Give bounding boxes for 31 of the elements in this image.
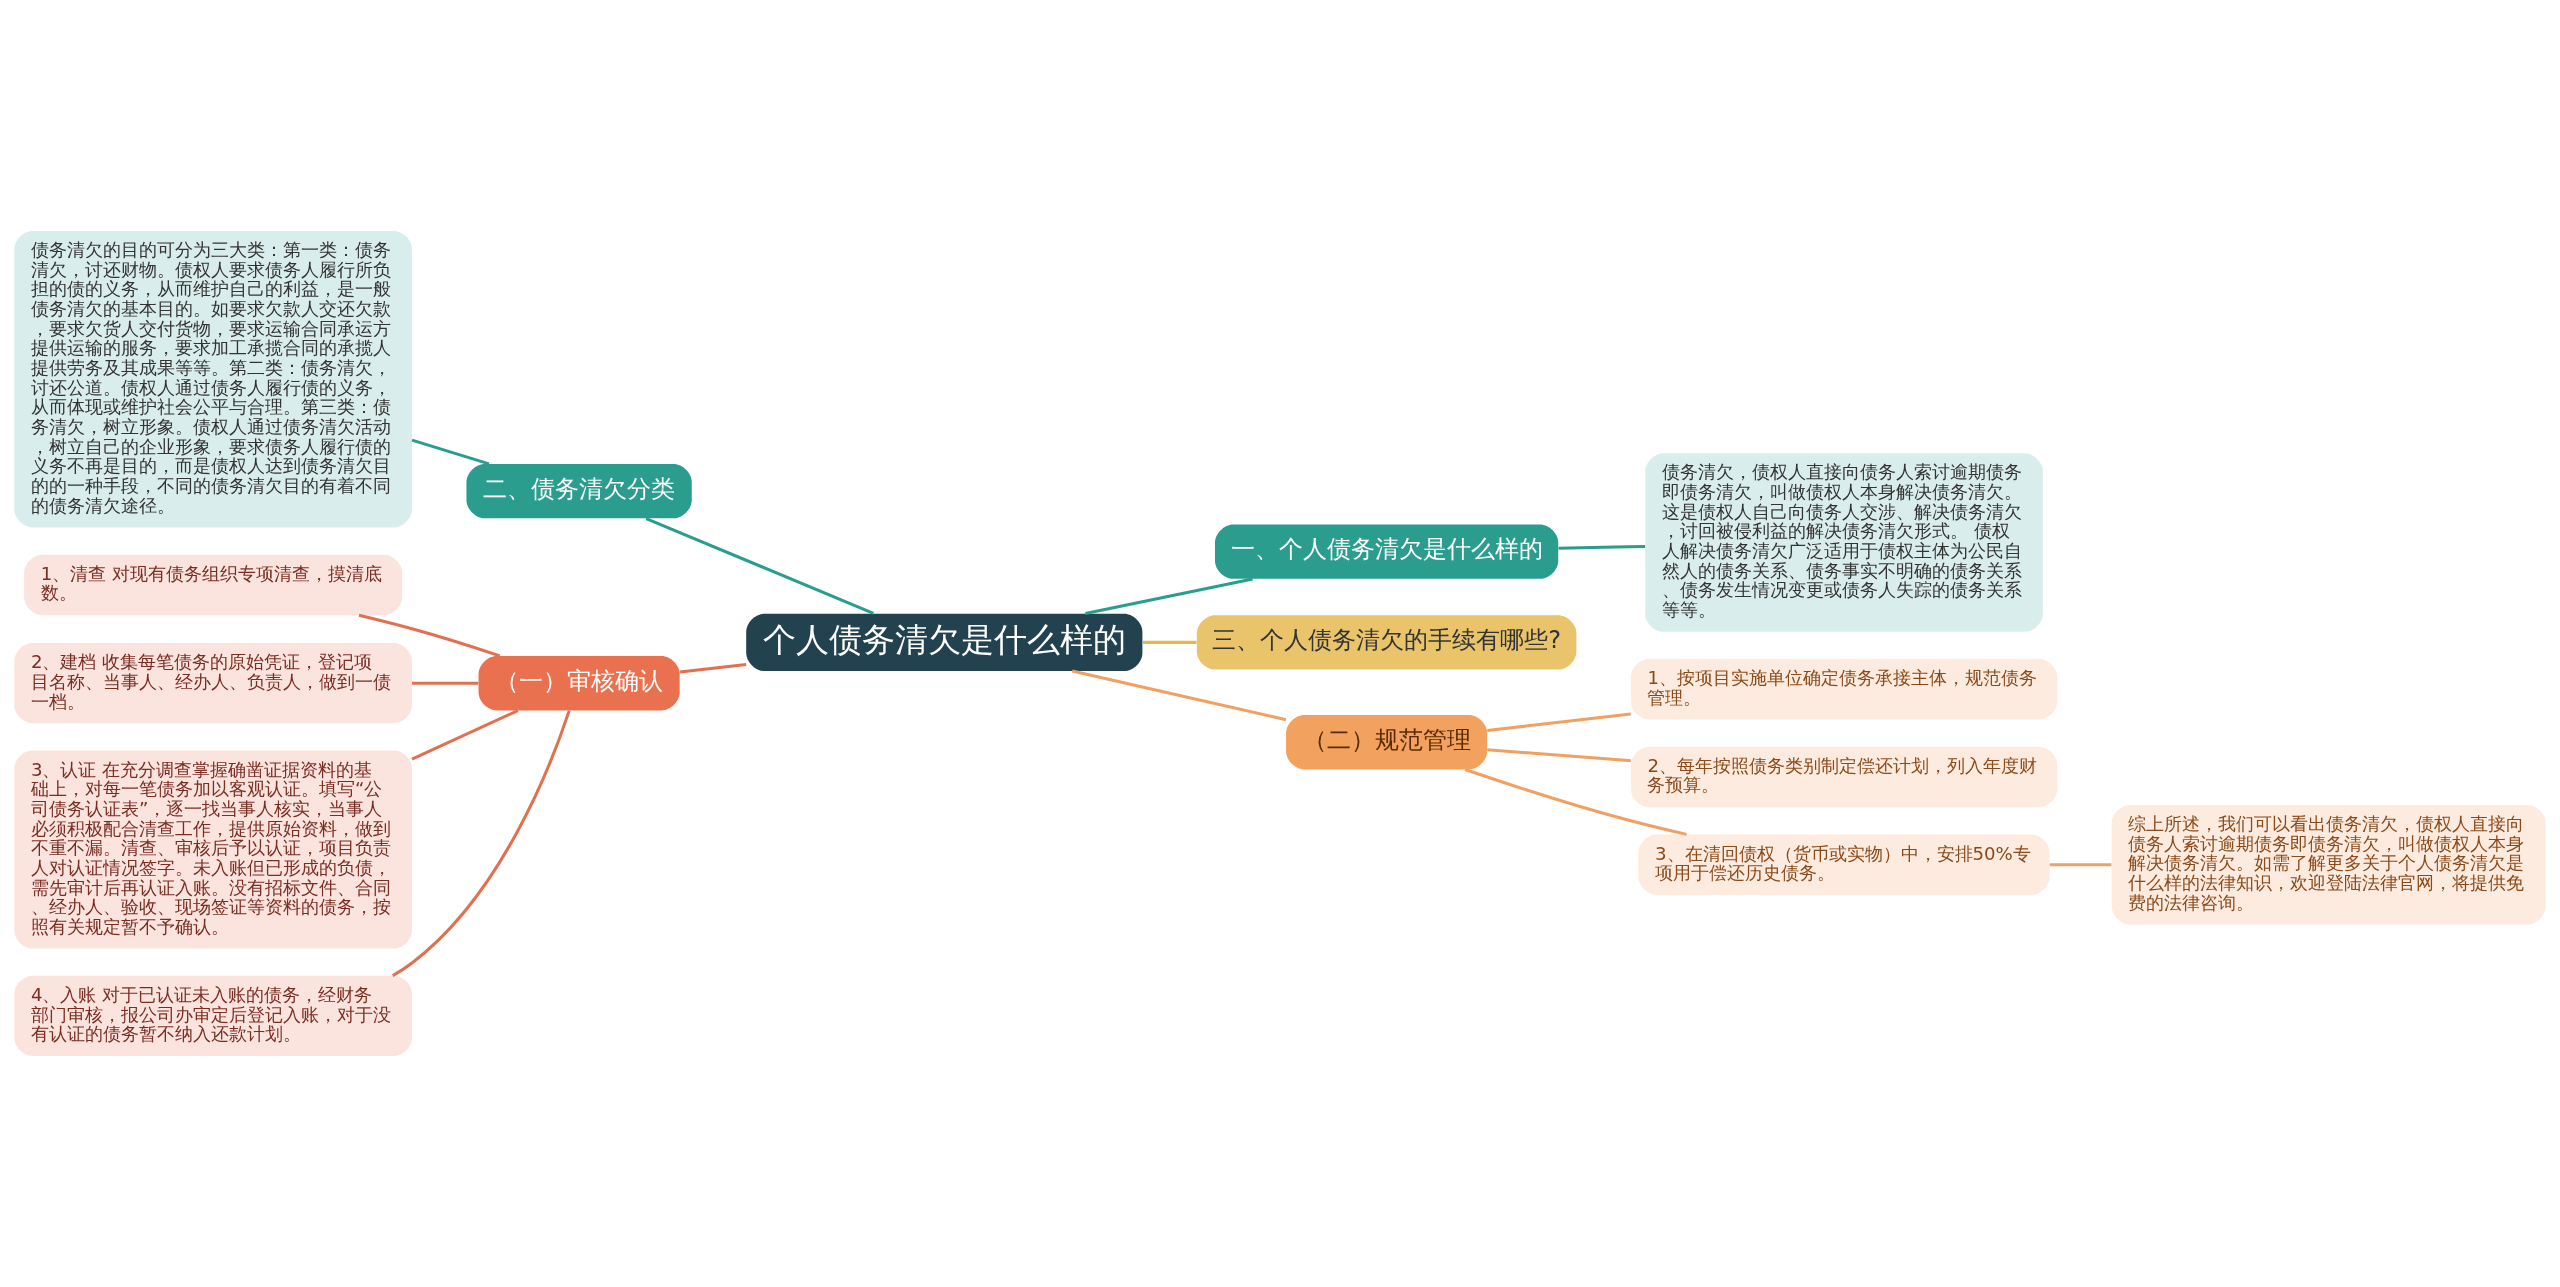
node-box: 债务清欠，债权人直接向债务人索讨逾期债务即债务清欠，叫做债权人本身解决债务清欠。这是债权人自己向债务人交涉、解决债务清欠，讨回被侵利益的解决债务清欠形式。 债权人解决债务清欠广泛适用于债权主体为公民自然人的债务关系、债务事实不明确的债务关系、债务发生情况变更或债务人失踪的债务关系等等。 xyxy=(1645,453,2043,632)
node-box: 1、清查 对现有债务组织专项清查，摸清底数。 xyxy=(24,554,403,616)
node-box: 一、个人债务清欠是什么样的 xyxy=(1215,524,1559,579)
connector xyxy=(358,613,501,658)
connector xyxy=(1071,669,1287,722)
connector xyxy=(1464,768,1687,836)
connector xyxy=(1558,545,1646,550)
connector xyxy=(1487,748,1631,763)
connector xyxy=(1142,640,1197,644)
node-box: 三、个人债务清欠的手续有哪些? xyxy=(1196,615,1577,670)
connector xyxy=(1085,577,1253,615)
connector xyxy=(412,681,479,685)
node-box: 1、按项目实施单位确定债务承接主体，规范债务管理。 xyxy=(1630,659,2058,720)
connector xyxy=(2049,863,2112,867)
node-box: 债务清欠的目的可分为三大类：第一类：债务清欠，讨还财物。债权人要求债务人履行所负担的债的义务，从而维护自己的利益，是一般债务清欠的基本目的。如要求欠款人交还欠款，要求欠货人交付货物，要求运输合同承运方提供运输的服务，要求加工承揽合同的承揽人提供劳务及其成果等等。第二类：债务清欠，讨还公道。债权人通过债务人履行债的义务，从而体现或维护社会公平与合理。第三类：债务清欠，树立形象。债权人通过债务清欠活动，树立自己的企业形象，要求债务人履行债的义务不再是目的，而是债权人达到债务清欠目的的一种手段，不同的债务清欠目的有着不同的债务清欠途径。 xyxy=(14,231,412,528)
connector xyxy=(411,438,490,466)
node-box: 3、在清回债权（货币或实物）中，安排50%专项用于偿还历史债务。 xyxy=(1638,834,2050,895)
connector xyxy=(1487,712,1631,733)
node-box: 综上所述，我们可以看出债务清欠，债权人直接向债务人索讨逾期债务即债务清欠，叫做债权人本身解决债务清欠。如需了解更多关于个人债务清欠是什么样的法律知识，欢迎登陆法律官网，将提供免费的法律咨询。 xyxy=(2111,804,2546,925)
connector xyxy=(679,663,747,674)
connector xyxy=(411,709,519,761)
node-box: 个人债务清欠是什么样的 xyxy=(746,613,1143,672)
node-box: 二、债务清欠分类 xyxy=(466,463,692,519)
connector xyxy=(645,517,874,615)
node-box: 4、入账 对于已认证未入账的债务，经财务部门审核，报公司办审定后登记入账，对于没有认证的债务暂不纳入还款计划。 xyxy=(14,975,412,1056)
node-box: 2、每年按照债务类别制定偿还计划，列入年度财务预算。 xyxy=(1630,746,2058,808)
node-box: （二）规范管理 xyxy=(1286,714,1488,770)
node-box: （一）审核确认 xyxy=(478,656,680,711)
node-box: 3、认证 在充分调查掌握确凿证据资料的基础上，对每一笔债务加以客观认证。填写“公司债务认证表”，逐一找当事人核实，当事人必须积极配合清查工作，提供原始资料，做到不重不漏。清查、审核后予以认证，项目负责人对认证情况签字。未入账但已形成的负债，需先审计后再认证入账。没有招标文件、合同、经办人、验收、现场签证等资料的债务，按照有关规定暂不予确认。 xyxy=(14,750,412,949)
connector xyxy=(392,710,571,977)
node-box: 2、建档 收集每笔债务的原始凭证，登记项目名称、当事人、经办人、负责人，做到一债一档。 xyxy=(14,643,412,724)
